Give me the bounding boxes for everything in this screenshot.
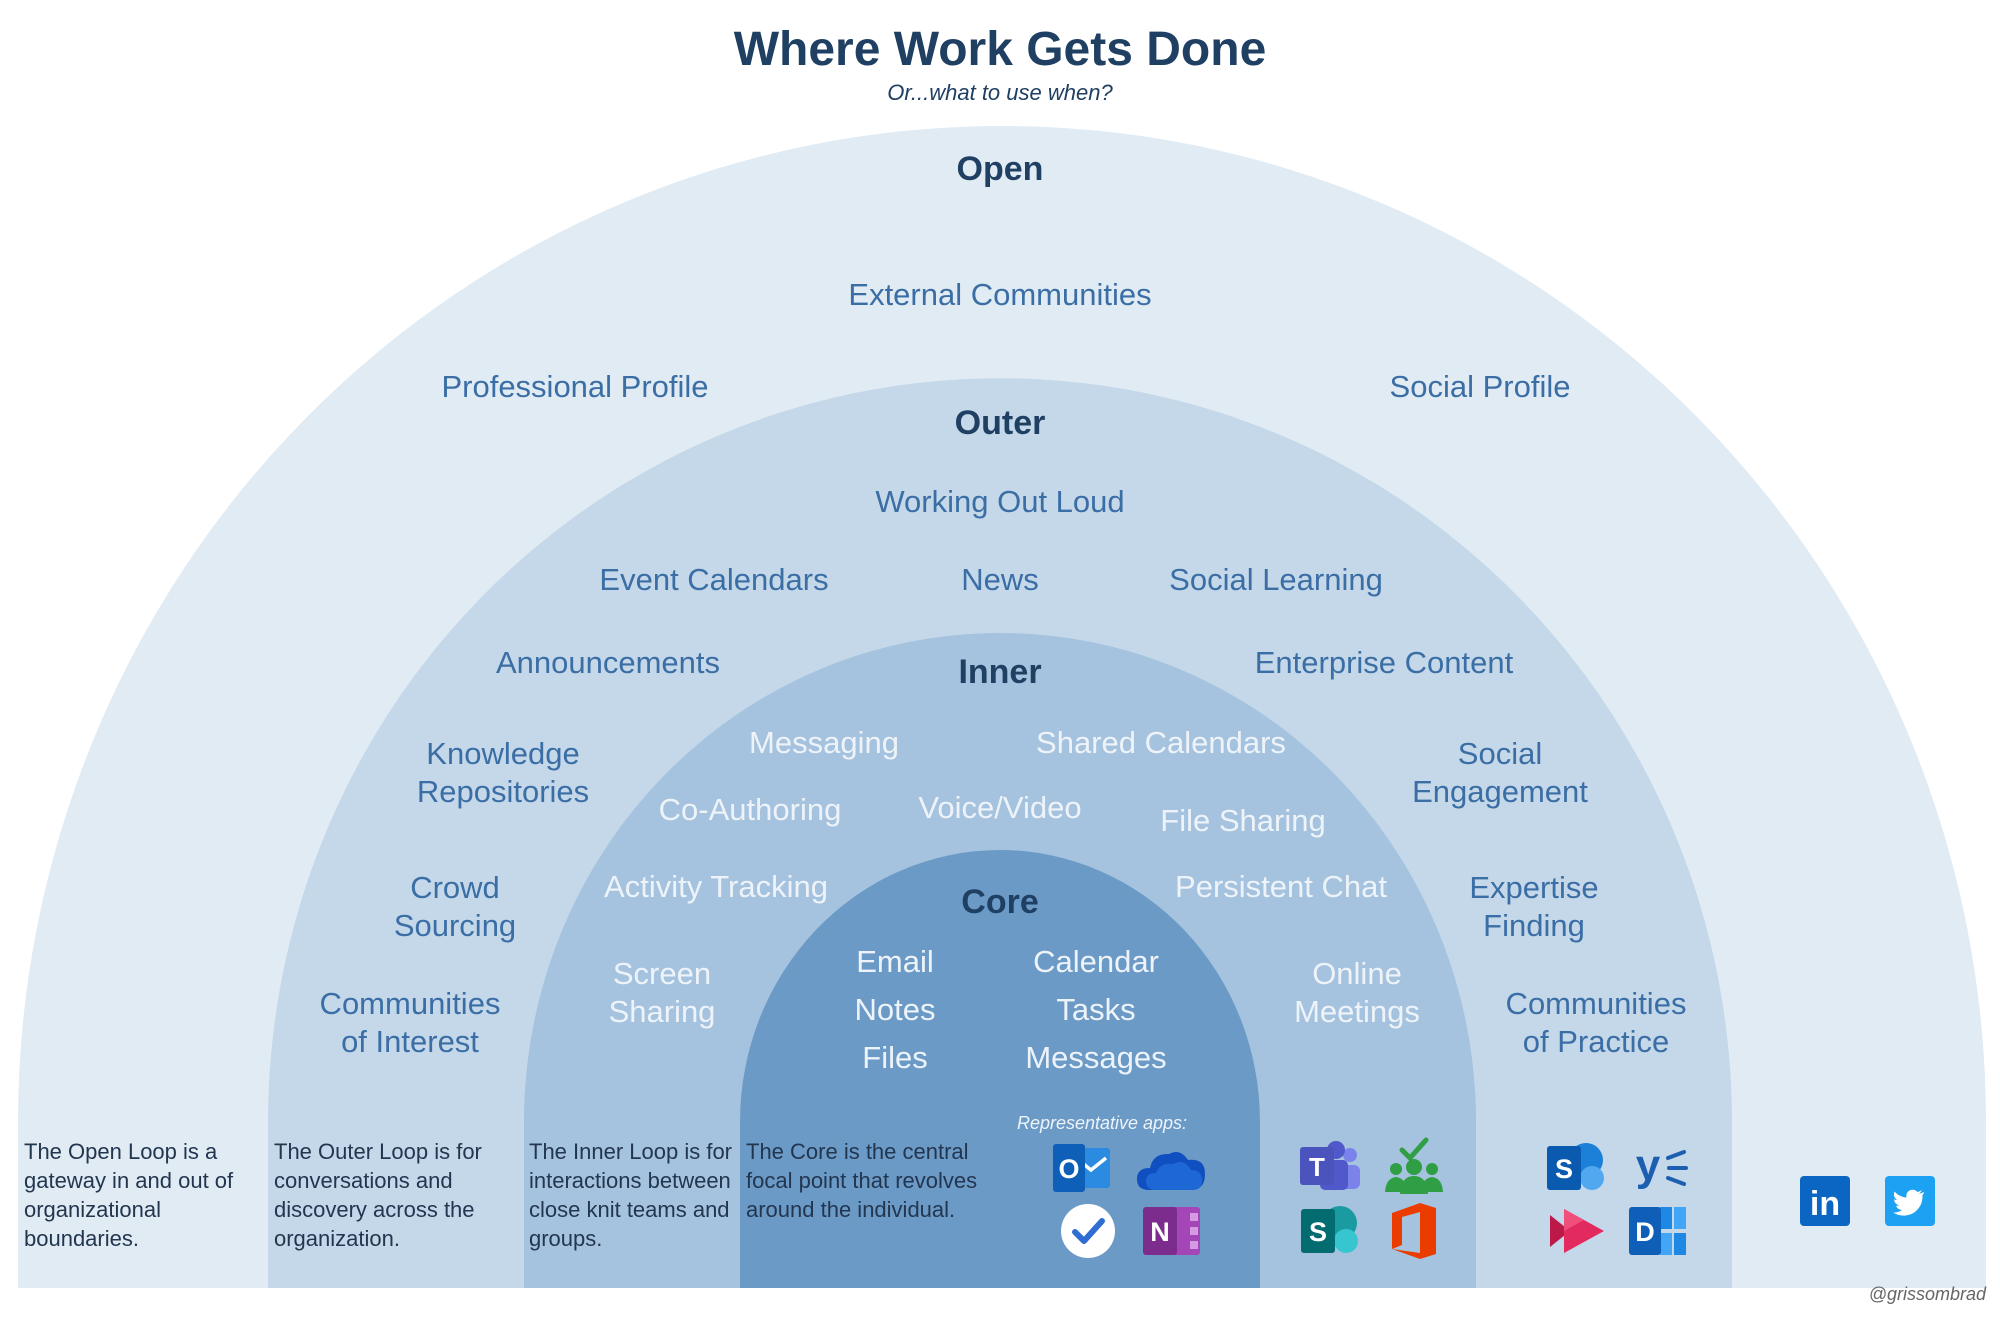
file-sharing-label: File Sharing [1160, 803, 1326, 838]
social-engagement-line-2: Engagement [1412, 774, 1588, 809]
stream-icon [1550, 1209, 1604, 1253]
page-subtitle: Or...what to use when? [887, 80, 1113, 105]
planner-icon [1385, 1137, 1443, 1194]
outlook-icon: O [1053, 1144, 1110, 1192]
online-meetings-line-2: Meetings [1294, 994, 1420, 1029]
shared-calendars-label: Shared Calendars [1036, 725, 1286, 760]
communities-of-practice-line-2: of Practice [1522, 1024, 1670, 1059]
crowd-sourcing-line-1: Crowd [410, 870, 500, 905]
outer-heading: Outer [954, 404, 1046, 442]
online-meetings-line-1: Online [1312, 956, 1402, 991]
tasks-label: Tasks [1056, 992, 1136, 1027]
outlook-icon-letter: O [1058, 1154, 1079, 1184]
working-out-loud-label: Working Out Loud [875, 484, 1125, 519]
social-engagement-line-1: Social [1457, 736, 1543, 771]
sharepoint-icon-letter: S [1309, 1217, 1327, 1247]
social-learning-label: Social Learning [1169, 562, 1383, 597]
knowledge-repositories-label: Knowledge Repositories [417, 735, 589, 811]
yammer-icon-letter: y [1636, 1141, 1661, 1190]
page-title: Where Work Gets Done [733, 23, 1267, 76]
communities-of-practice-label: Communities of Practice [1506, 985, 1687, 1061]
co-authoring-label: Co-Authoring [658, 792, 842, 827]
communities-of-interest-label: Communities of Interest [320, 985, 501, 1061]
linkedin-icon: in [1800, 1176, 1850, 1226]
expertise-finding-line-2: Finding [1483, 908, 1585, 943]
core-loop-description: The Core is the central focal point that… [746, 1139, 978, 1222]
todo-icon [1061, 1204, 1115, 1258]
social-engagement-label: Social Engagement [1412, 735, 1588, 811]
teams-icon-letter: T [1309, 1152, 1325, 1182]
core-heading: Core [961, 883, 1039, 921]
representative-apps-label: Representative apps: [1016, 1113, 1188, 1133]
teams-icon: T [1300, 1141, 1360, 1190]
crowd-sourcing-label: Crowd Sourcing [394, 869, 516, 945]
core-loop-ring [740, 850, 1260, 1288]
voice-video-label: Voice/Video [918, 790, 1082, 825]
linkedin-icon-letters: in [1810, 1185, 1840, 1223]
announcements-label: Announcements [495, 645, 721, 680]
activity-tracking-label: Activity Tracking [604, 869, 828, 904]
enterprise-content-label: Enterprise Content [1254, 645, 1514, 680]
files-label: Files [862, 1040, 928, 1075]
communities-of-interest-line-1: Communities [319, 986, 501, 1021]
event-calendars-label: Event Calendars [599, 562, 829, 597]
onenote-icon-letter: N [1150, 1217, 1170, 1247]
crowd-sourcing-line-2: Sourcing [393, 908, 517, 943]
messages-label: Messages [1025, 1040, 1167, 1075]
knowledge-repositories-line-1: Knowledge [426, 736, 580, 771]
communities-of-interest-line-2: of Interest [341, 1024, 479, 1059]
expertise-finding-label: Expertise Finding [1469, 869, 1598, 945]
calendar-label: Calendar [1033, 944, 1159, 979]
expertise-finding-line-1: Expertise [1469, 870, 1599, 905]
onedrive-icon [1137, 1152, 1205, 1190]
messaging-label: Messaging [749, 725, 899, 760]
sharepoint-icon-letter: S [1555, 1154, 1573, 1184]
outer-loop-description: The Outer Loop is for conversations and … [274, 1139, 482, 1251]
screen-sharing-label: Screen Sharing [609, 955, 716, 1031]
onenote-icon: N [1143, 1207, 1200, 1255]
screen-sharing-line-1: Screen [612, 956, 712, 991]
sharepoint-icon: S [1547, 1143, 1604, 1190]
persistent-chat-label: Persistent Chat [1175, 869, 1387, 904]
professional-profile-label: Professional Profile [441, 369, 709, 404]
news-label: News [961, 562, 1039, 597]
open-heading: Open [956, 150, 1044, 188]
screen-sharing-line-2: Sharing [608, 994, 716, 1029]
office-icon [1392, 1203, 1436, 1259]
sharepoint-icon: S [1301, 1206, 1358, 1253]
knowledge-repositories-line-2: Repositories [416, 774, 590, 809]
yammer-icon: y [1636, 1141, 1688, 1190]
online-meetings-label: Online Meetings [1294, 955, 1420, 1031]
social-profile-label: Social Profile [1389, 369, 1571, 404]
delve-icon: D [1629, 1207, 1686, 1255]
twitter-icon [1885, 1176, 1935, 1226]
author-credit: @grissombrad [1868, 1284, 1986, 1304]
inner-heading: Inner [958, 653, 1042, 691]
inner-loop-description: The Inner Loop is for interactions betwe… [529, 1139, 733, 1251]
communities-of-practice-line-1: Communities [1505, 986, 1687, 1021]
email-label: Email [856, 944, 934, 979]
open-loop-description: The Open Loop is a gateway in and out of… [24, 1139, 234, 1251]
delve-icon-letter: D [1635, 1217, 1655, 1247]
notes-label: Notes [854, 992, 936, 1027]
external-communities-label: External Communities [848, 277, 1152, 312]
